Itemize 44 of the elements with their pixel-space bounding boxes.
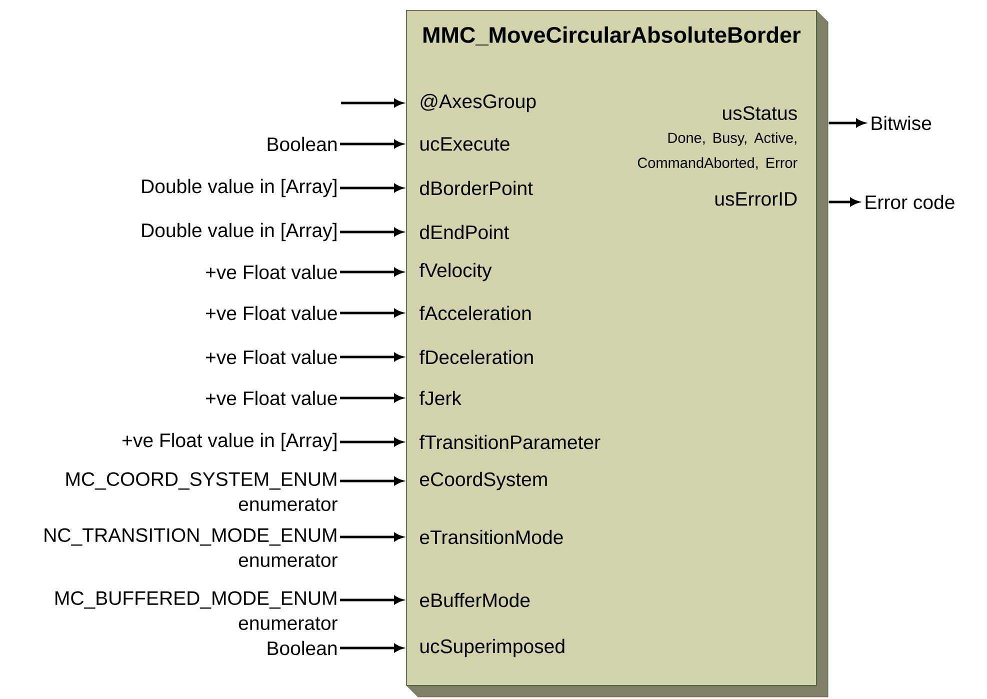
arrow xyxy=(341,99,403,107)
arrow xyxy=(828,119,865,127)
arrow xyxy=(340,140,403,148)
output-type-label: Bitwise xyxy=(872,116,932,130)
output-pin-label: usStatus Done, Busy, Active, CommandAborted, Error xyxy=(638,106,798,170)
arrow xyxy=(340,644,403,652)
arrow xyxy=(340,268,403,276)
input-pin-label: @AxesGroup xyxy=(420,94,536,112)
input-type-label: +ve Float value xyxy=(206,390,337,406)
input-pin-label: dBorderPoint xyxy=(420,180,533,196)
input-type-label: +ve Float value xyxy=(206,306,337,320)
input-pin-label: ucExecute xyxy=(420,137,510,151)
arrow xyxy=(340,228,403,236)
input-pin-label: eTransitionMode xyxy=(420,530,563,544)
arrow xyxy=(340,438,403,446)
input-type-label: Double value in [Array] xyxy=(142,222,336,242)
input-pin-label: ucSuperimposed xyxy=(420,638,564,658)
input-pin-label: fAcceleration xyxy=(420,306,531,320)
arrow xyxy=(340,477,403,485)
input-type-label: Double value in [Array] xyxy=(142,178,336,198)
arrow xyxy=(828,198,859,206)
input-type-label: MC_BUFFERED_MODE_ENUM enumerator xyxy=(56,591,338,630)
arrow xyxy=(340,596,403,604)
output-type-label: Error code xyxy=(866,194,954,210)
input-pin-label: dEndPoint xyxy=(420,224,510,240)
input-type-label: +ve Float value in [Array] xyxy=(122,432,336,452)
input-pin-label: eBufferMode xyxy=(420,592,530,608)
arrow xyxy=(340,184,403,192)
input-pin-label: fDeceleration xyxy=(420,350,533,364)
input-pin-label: fTransitionParameter xyxy=(420,434,600,450)
output-pin-label: usErrorID xyxy=(715,192,797,206)
arrow xyxy=(340,309,403,317)
input-type-label: MC_COORD_SYSTEM_ENUM enumerator xyxy=(66,472,338,511)
input-pin-label: fVelocity xyxy=(420,262,492,282)
arrow xyxy=(340,394,403,402)
arrow xyxy=(340,533,403,541)
input-pin-label: fJerk xyxy=(420,390,462,406)
input-type-label: +ve Float value xyxy=(206,264,337,280)
input-type-label: NC_TRANSITION_MODE_ENUM enumerator xyxy=(44,528,338,567)
input-type-label: Boolean xyxy=(268,640,337,656)
arrow xyxy=(340,353,403,361)
input-type-label: +ve Float value xyxy=(206,350,337,364)
input-type-label: Boolean xyxy=(268,136,337,152)
input-pin-label: eCoordSystem xyxy=(420,472,547,490)
